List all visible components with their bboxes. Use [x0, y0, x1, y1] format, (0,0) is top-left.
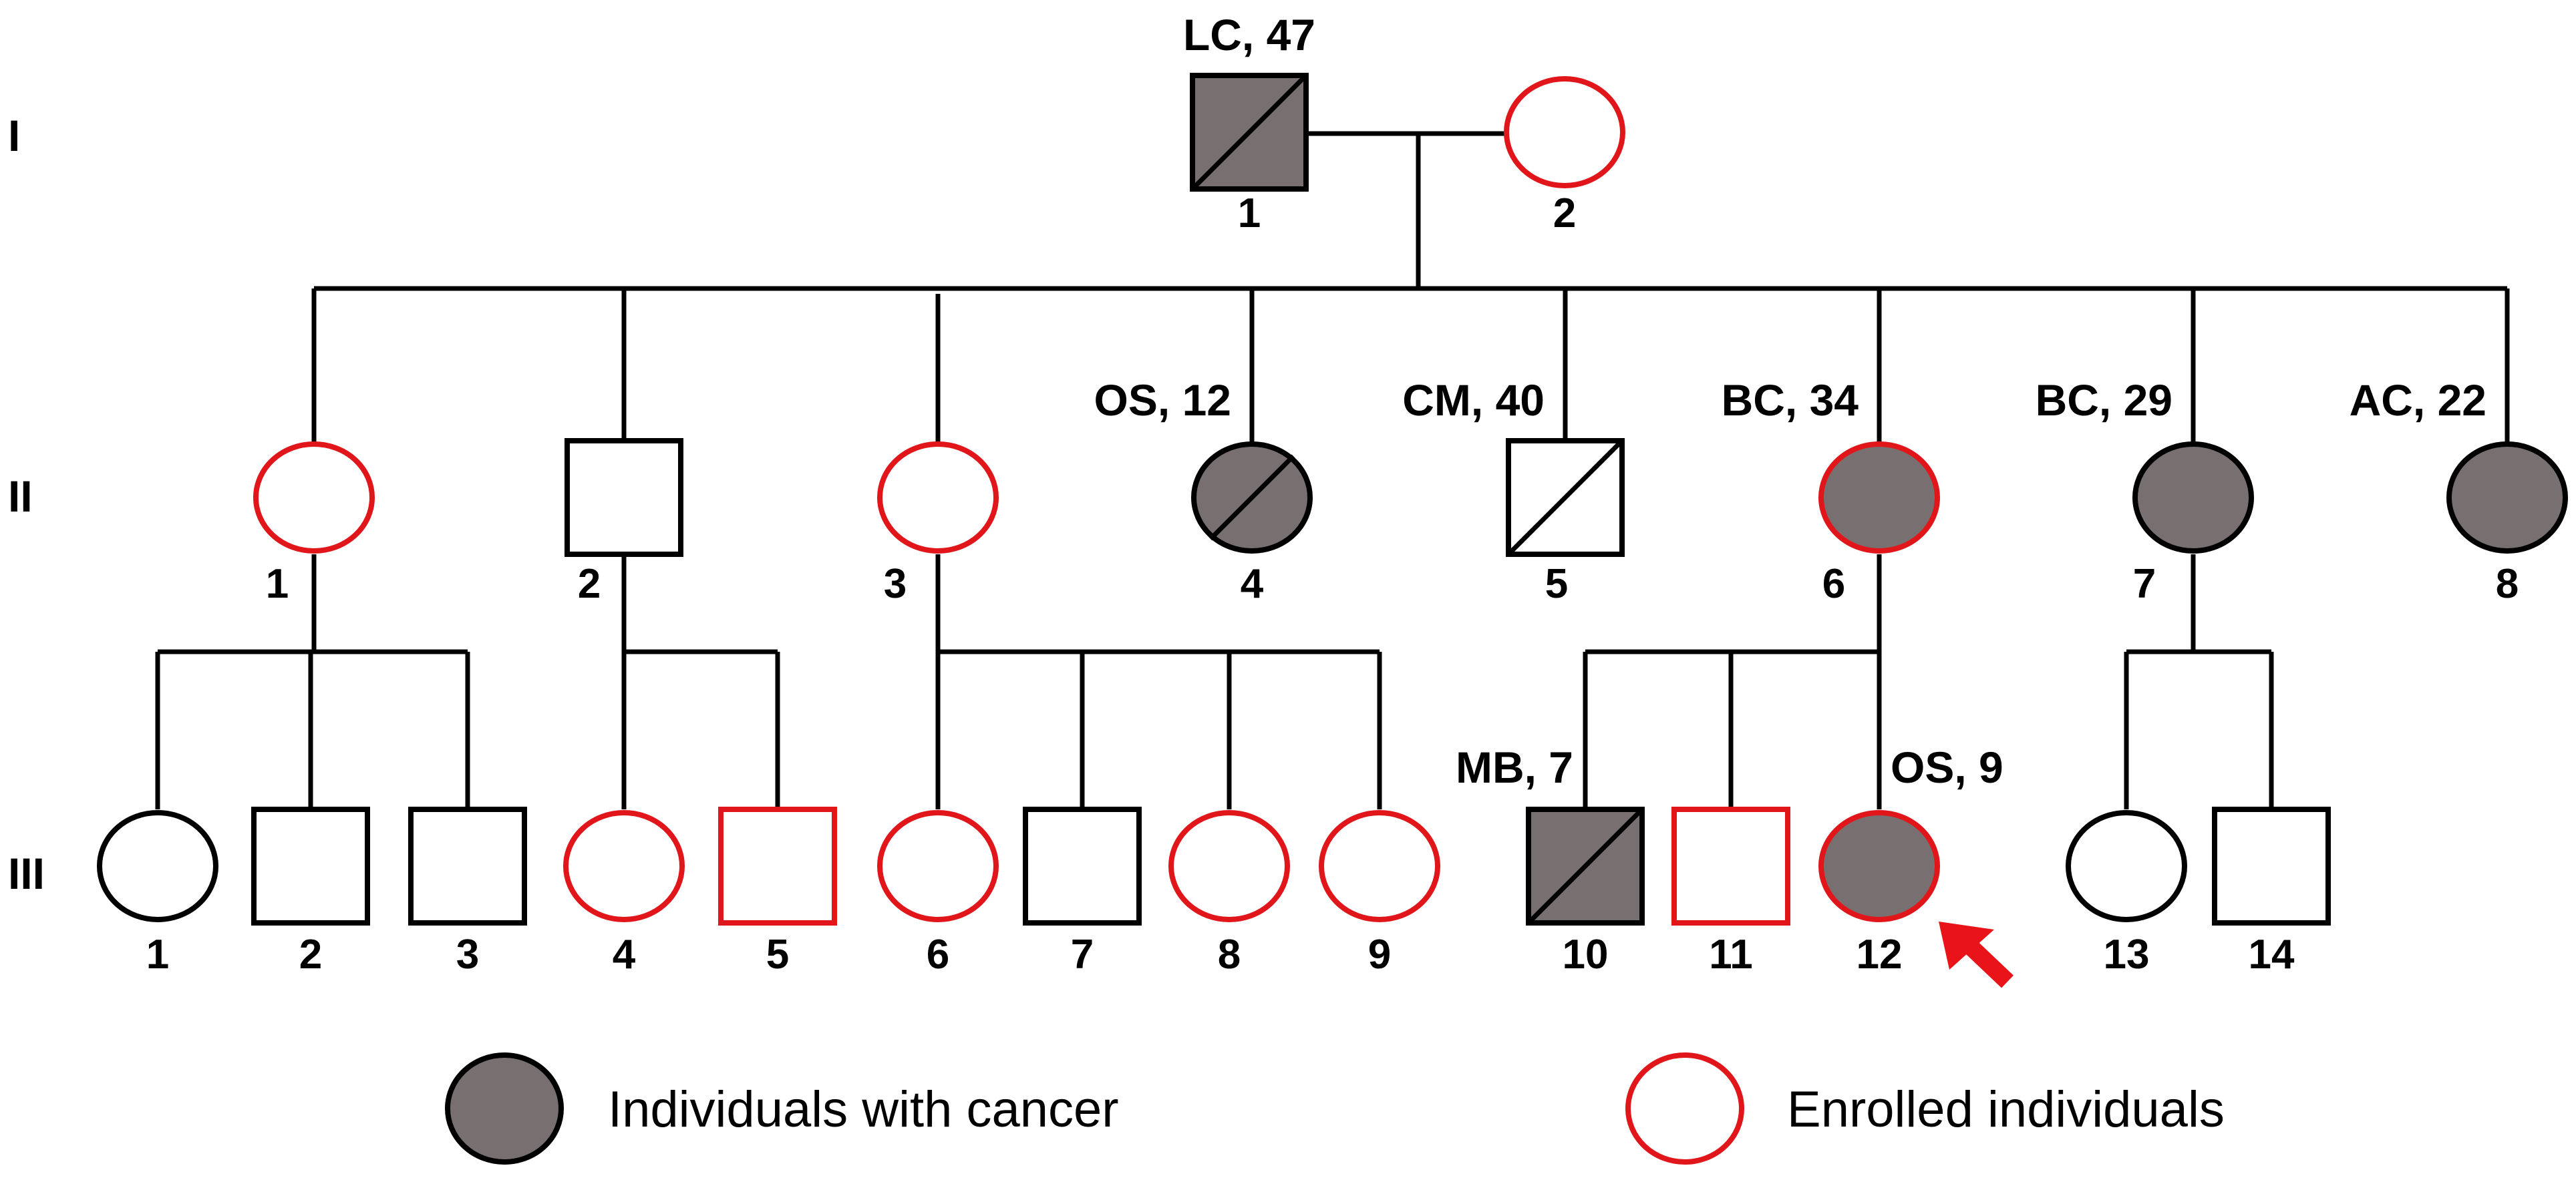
individual-II-8: 8 AC, 22 [2350, 375, 2568, 607]
individual-III-2: 2 [251, 807, 370, 978]
female-circle-icon [2446, 441, 2568, 554]
generation-label-II: II [8, 471, 33, 521]
individual-number: 3 [884, 561, 907, 607]
individual-number: 12 [1857, 932, 1903, 978]
legend: Individuals with cancer Enrolled individ… [445, 1052, 2225, 1165]
individual-number: 6 [927, 932, 949, 978]
male-square-icon [408, 807, 527, 926]
female-circle-icon [2132, 441, 2254, 554]
deceased-slash-icon [1506, 439, 1624, 556]
individual-number: 5 [1545, 561, 1568, 607]
legend-cancer-symbol-icon [445, 1052, 564, 1165]
female-circle-icon [253, 441, 375, 554]
individual-number: 8 [1218, 932, 1241, 978]
individual-III-13: 13 [2066, 810, 2187, 978]
individual-III-7: 7 [1023, 807, 1142, 978]
individual-III-11: 11 [1671, 807, 1790, 978]
individual-number: 11 [1709, 932, 1753, 978]
individual-number: 2 [299, 932, 322, 978]
individual-II-6: 6 BC, 34 [1722, 375, 1940, 607]
individual-II-5: 5 CM, 40 [1402, 375, 1625, 607]
individual-III-5: 5 [718, 807, 837, 978]
female-circle-icon [1504, 76, 1625, 188]
individual-II-4: 4 OS, 12 [1094, 375, 1313, 607]
individual-II-3: 3 [877, 441, 999, 607]
legend-enrolled-label: Enrolled individuals [1787, 1081, 2225, 1138]
individual-number: 13 [2104, 932, 2150, 978]
individual-number: 4 [1241, 561, 1264, 607]
individual-III-9: 9 [1319, 810, 1440, 978]
male-square-icon [565, 438, 683, 557]
cancer-annotation: BC, 34 [1722, 375, 1859, 425]
individual-III-10: 10 MB, 7 [1456, 743, 1645, 978]
female-circle-icon [877, 810, 999, 922]
female-circle-icon [1818, 810, 1940, 922]
female-circle-icon [2066, 810, 2187, 922]
individual-I-1: 1 LC, 47 [1183, 10, 1315, 236]
male-square-icon [1671, 807, 1790, 926]
individual-number: 10 [1563, 932, 1609, 978]
individual-number: 4 [613, 932, 636, 978]
individual-number: 8 [2496, 561, 2519, 607]
legend-cancer-label: Individuals with cancer [608, 1081, 1119, 1138]
individual-number: 7 [2133, 561, 2156, 607]
individual-number: 14 [2249, 932, 2295, 978]
individual-number: 1 [266, 561, 289, 607]
cancer-annotation: BC, 29 [2036, 375, 2172, 425]
cancer-annotation: LC, 47 [1183, 10, 1315, 59]
individual-number: 3 [456, 932, 479, 978]
individual-number: 2 [1553, 190, 1576, 236]
female-circle-icon [1168, 810, 1290, 922]
deceased-slash-icon [1526, 807, 1644, 925]
deceased-slash-icon [1190, 73, 1308, 191]
female-circle-icon [1818, 441, 1940, 554]
cancer-annotation: MB, 7 [1456, 743, 1573, 792]
female-circle-icon [877, 441, 999, 554]
pedigree-lines [155, 131, 2510, 809]
female-circle-icon [97, 810, 218, 922]
cancer-annotation: CM, 40 [1402, 375, 1545, 425]
individual-number: 7 [1071, 932, 1094, 978]
individual-II-2: 2 [565, 438, 683, 607]
individual-III-14: 14 [2212, 807, 2331, 978]
male-square-icon [718, 807, 837, 926]
individual-number: 9 [1368, 932, 1391, 978]
individual-II-1: 1 [253, 441, 375, 607]
individual-number: 6 [1822, 561, 1845, 607]
cancer-annotation: OS, 9 [1891, 743, 2003, 792]
individual-number: 2 [578, 561, 601, 607]
proband-arrow-icon [1939, 922, 2014, 988]
individual-III-6: 6 [877, 810, 999, 978]
individual-number: 5 [766, 932, 789, 978]
male-square-icon [2212, 807, 2331, 926]
generation-label-III: III [8, 849, 45, 898]
individual-number: 1 [146, 932, 169, 978]
individual-III-12: 12 OS, 9 [1818, 743, 2003, 978]
individual-III-4: 4 [563, 810, 685, 978]
female-circle-icon [1319, 810, 1440, 922]
individual-III-1: 1 [97, 810, 218, 978]
legend-enrolled-symbol-icon [1625, 1052, 1744, 1165]
female-circle-icon [563, 810, 685, 922]
individual-III-3: 3 [408, 807, 527, 978]
individual-I-2: 2 [1504, 76, 1625, 236]
male-square-icon [1023, 807, 1142, 926]
deceased-slash-icon [1209, 454, 1295, 541]
cancer-annotation: OS, 12 [1094, 375, 1231, 425]
individual-II-7: 7 BC, 29 [2036, 375, 2254, 607]
individual-III-8: 8 [1168, 810, 1290, 978]
male-square-icon [251, 807, 370, 926]
generation-label-I: I [8, 111, 20, 160]
individual-number: 1 [1238, 190, 1261, 236]
cancer-annotation: AC, 22 [2350, 375, 2486, 425]
